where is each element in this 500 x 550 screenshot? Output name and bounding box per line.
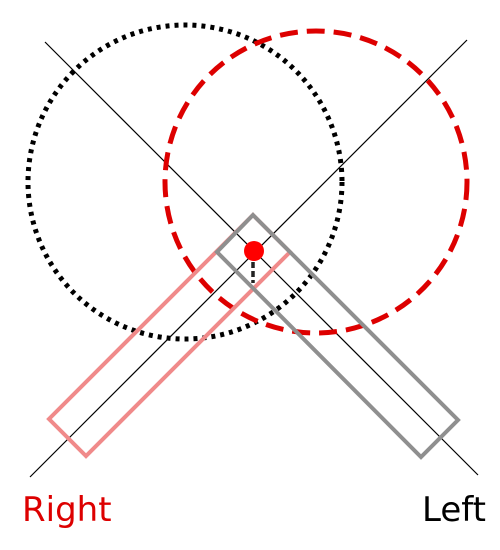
left-circle [25,22,345,342]
diagonal-line-down [44,41,479,476]
left-arm-rect [214,212,461,460]
right-circle [162,28,470,336]
right-label: Right [22,490,112,530]
left-label: Left [422,490,486,530]
center-point [244,241,264,261]
